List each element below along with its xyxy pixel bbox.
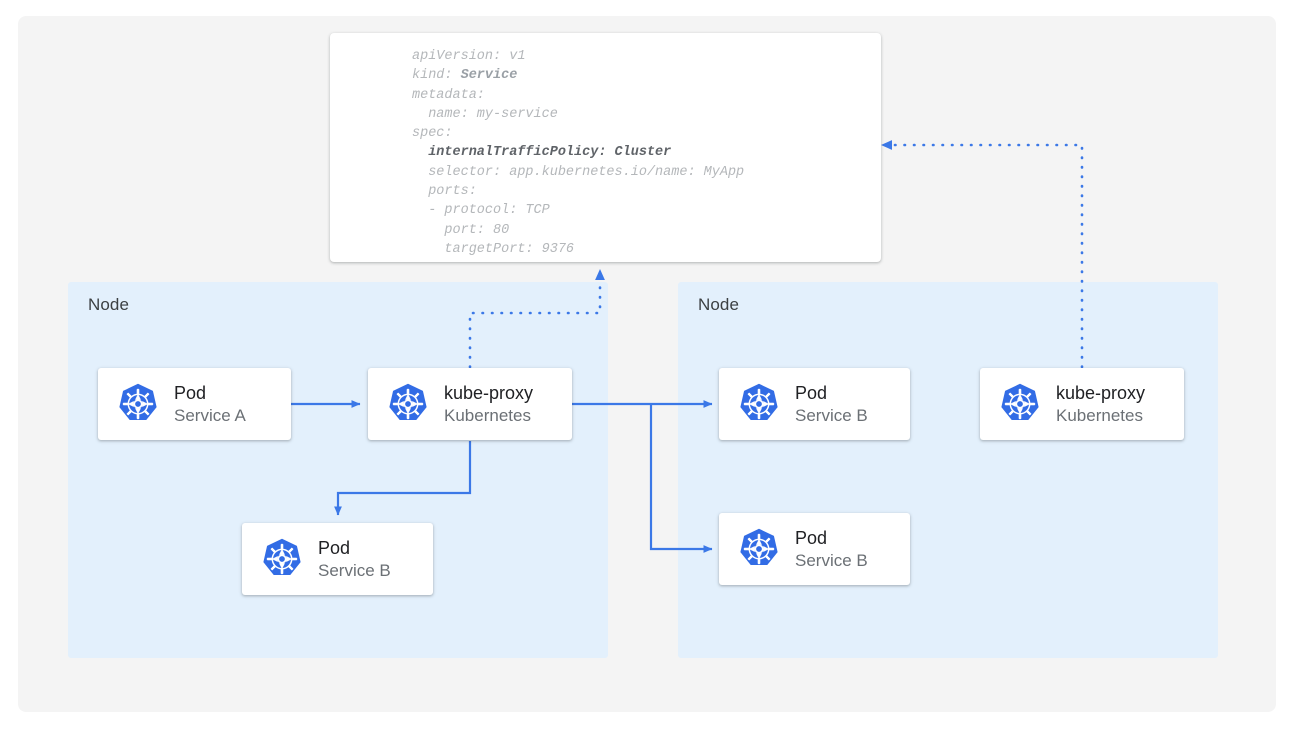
card-text: kube-proxy Kubernetes (1056, 382, 1145, 427)
card-pod-service-a[interactable]: Pod Service A (98, 368, 291, 440)
card-subtitle: Service B (795, 550, 868, 570)
node-label-left: Node (88, 295, 130, 314)
kubernetes-icon (386, 382, 430, 426)
yaml-line-targetport: targetPort: 9376 (412, 241, 575, 257)
kubernetes-icon (737, 382, 781, 426)
card-title: kube-proxy (444, 382, 534, 403)
node-group-right: Node (678, 282, 1218, 658)
yaml-kind-value: Service (460, 68, 518, 84)
card-pod-service-b-remote-1[interactable]: Pod Service B (719, 368, 910, 440)
yaml-line-port: port: 80 (412, 222, 510, 238)
service-manifest-panel: apiVersion: v1 kind: Service metadata: nam… (330, 33, 881, 262)
card-text: Pod Service B (795, 527, 868, 572)
card-pod-service-b-local[interactable]: Pod Service B (242, 523, 433, 595)
yaml-line-name: name: my-service (412, 106, 558, 122)
card-subtitle: Kubernetes (444, 405, 531, 425)
yaml-line-protocol: - protocol: TCP (412, 203, 550, 219)
kubernetes-icon (116, 382, 160, 426)
card-text: Pod Service B (318, 537, 391, 582)
card-title: Pod (795, 527, 828, 548)
card-kube-proxy-right[interactable]: kube-proxy Kubernetes (980, 368, 1184, 440)
card-title: Pod (795, 382, 828, 403)
yaml-line-ports: ports: (412, 184, 477, 200)
yaml-line-spec: spec: (412, 126, 453, 142)
card-pod-service-b-remote-2[interactable]: Pod Service B (719, 513, 910, 585)
node-label-right: Node (698, 295, 740, 314)
yaml-line-apiversion: apiVersion: v1 (412, 49, 526, 64)
card-subtitle: Service B (795, 405, 868, 425)
card-subtitle: Service A (174, 405, 246, 425)
card-text: kube-proxy Kubernetes (444, 382, 533, 427)
kubernetes-icon (260, 537, 304, 581)
yaml-line-kind: kind: Service (412, 66, 881, 85)
card-subtitle: Service B (318, 560, 391, 580)
yaml-kind-key: kind: (412, 68, 461, 84)
yaml-line-internaltrafficpolicy: internalTrafficPolicy: Cluster (412, 145, 672, 161)
service-manifest-code: apiVersion: v1 kind: Service metadata: nam… (330, 47, 881, 259)
kubernetes-icon (998, 382, 1042, 426)
card-title: kube-proxy (1056, 382, 1146, 403)
kubernetes-icon (737, 527, 781, 571)
card-subtitle: Kubernetes (1056, 405, 1143, 425)
card-text: Pod Service A (174, 382, 246, 427)
card-kube-proxy-left[interactable]: kube-proxy Kubernetes (368, 368, 572, 440)
yaml-line-metadata: metadata: (412, 87, 485, 103)
node-group-left: Node (68, 282, 608, 658)
card-title: Pod (318, 537, 351, 558)
yaml-line-selector: selector: app.kubernetes.io/name: MyApp (412, 164, 745, 180)
card-title: Pod (174, 382, 207, 403)
card-text: Pod Service B (795, 382, 868, 427)
